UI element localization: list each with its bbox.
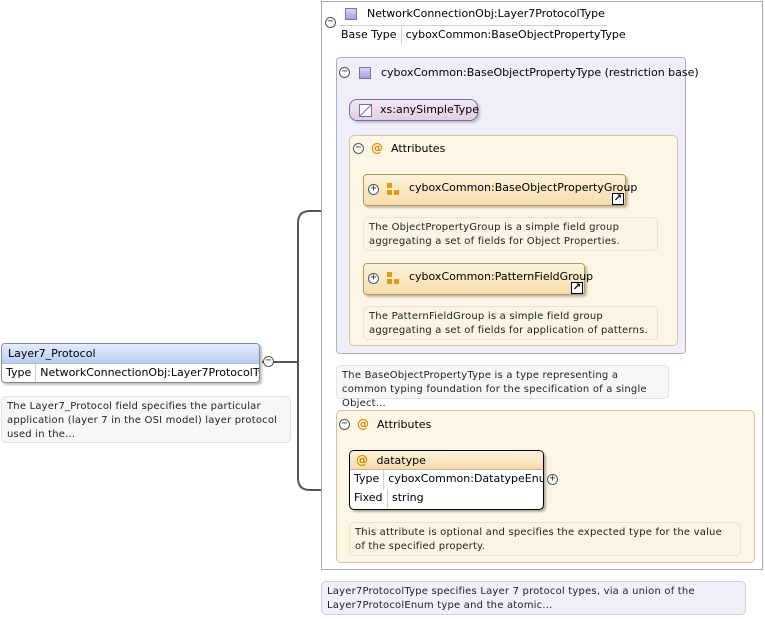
attribute-group-pattern-field[interactable]: + cyboxCommon:PatternFieldGroup ↗: [363, 263, 593, 295]
link-arrow-icon[interactable]: ↗: [612, 193, 624, 205]
attribute-name: datatype: [376, 454, 426, 467]
attribute-fixed-label: Fixed: [350, 489, 388, 508]
attribute-group-icon: [387, 272, 400, 285]
element-type-value: NetworkConnectionObj:Layer7ProtocolType: [40, 366, 260, 379]
attribute-group-base-object-property[interactable]: + cyboxCommon:BaseObjectPropertyGroup ↗: [363, 174, 637, 206]
collapse-icon[interactable]: −: [353, 143, 364, 154]
restriction-note: The BaseObjectPropertyType is a type rep…: [336, 365, 669, 409]
simple-type-box[interactable]: xs:anySimpleType: [349, 99, 479, 121]
complex-type-note: Layer7ProtocolType specifies Layer 7 pro…: [321, 581, 746, 615]
link-arrow-icon[interactable]: ↗: [571, 282, 583, 294]
element-name: Layer7_Protocol: [2, 344, 259, 364]
attribute-fixed-value: string: [392, 491, 424, 504]
element-note: The Layer7_Protocol field specifies the …: [1, 396, 291, 443]
restriction-name: cyboxCommon:BaseObjectPropertyType (rest…: [381, 66, 699, 79]
complex-type-name: NetworkConnectionObj:Layer7ProtocolType: [367, 7, 605, 20]
collapse-icon[interactable]: −: [263, 356, 274, 367]
base-type-value: cyboxCommon:BaseObjectPropertyType: [405, 28, 626, 41]
attribute-note: This attribute is optional and specifies…: [349, 522, 741, 556]
at-sign-icon: @: [371, 141, 383, 155]
at-sign-icon: @: [356, 453, 368, 467]
at-sign-icon: @: [357, 417, 369, 431]
restriction-attributes-label: Attributes: [391, 142, 446, 155]
group-name: cyboxCommon:BaseObjectPropertyGroup: [409, 181, 638, 194]
attribute-group-icon: [387, 183, 400, 196]
attribute-datatype[interactable]: @ datatype Type cyboxCommon:DatatypeEnum…: [349, 450, 544, 510]
group-note: The ObjectPropertyGroup is a simple fiel…: [363, 217, 658, 251]
expand-icon[interactable]: +: [368, 184, 379, 195]
expand-icon[interactable]: +: [547, 474, 558, 485]
collapse-icon[interactable]: −: [339, 419, 350, 430]
attribute-type-value: cyboxCommon:DatatypeEnum: [388, 472, 544, 485]
collapse-icon[interactable]: −: [325, 17, 336, 28]
base-type-row: Base Type cyboxCommon:BaseObjectProperty…: [337, 26, 630, 44]
group-name: cyboxCommon:PatternFieldGroup: [409, 270, 594, 283]
complex-type-icon: [345, 8, 357, 20]
complex-type-icon: [359, 67, 371, 79]
element-type-label: Type: [2, 364, 37, 382]
attributes-label: Attributes: [377, 418, 432, 431]
simple-type-name: xs:anySimpleType: [380, 103, 479, 116]
base-type-label: Base Type: [337, 26, 402, 44]
element-layer7-protocol[interactable]: Layer7_Protocol Type NetworkConnectionOb…: [1, 343, 260, 383]
collapse-icon[interactable]: −: [339, 67, 350, 78]
group-note: The PatternFieldGroup is a simple field …: [363, 306, 658, 340]
complex-type-divider: [339, 25, 607, 26]
expand-icon[interactable]: +: [368, 273, 379, 284]
attribute-type-label: Type: [350, 470, 385, 489]
simple-type-icon: [359, 104, 372, 117]
